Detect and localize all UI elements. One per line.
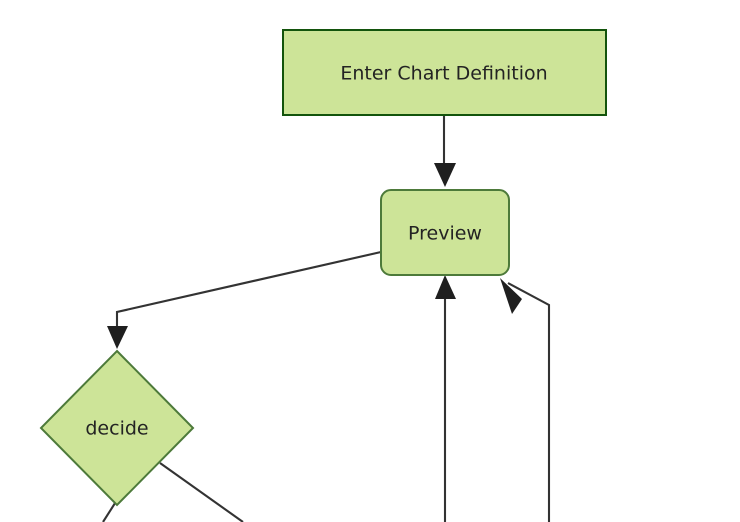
node-enter-chart-definition[interactable]: Enter Chart Definition	[282, 29, 607, 116]
edge-group	[102, 115, 551, 522]
arrowhead-upleft-into-preview-bottom-right	[500, 278, 522, 314]
node-decide-label: decide	[85, 418, 148, 440]
arrowhead-down-into-decide-top	[107, 326, 128, 349]
node-preview[interactable]: Preview	[380, 189, 510, 276]
node-enter-chart-definition-shape[interactable]	[282, 29, 607, 116]
arrowhead-up-into-preview-bottom	[435, 275, 456, 299]
arrowhead-group	[107, 163, 522, 349]
node-preview-label: Preview	[408, 223, 482, 245]
edge-bottom-right-to-preview	[507, 282, 551, 522]
edge-decide-bottom-right	[159, 462, 244, 522]
node-enter-chart-definition-label: Enter Chart Definition	[340, 63, 547, 85]
node-preview-shape[interactable]	[380, 189, 510, 276]
node-decide[interactable]: decide	[39, 349, 195, 507]
arrowhead-down-into-preview-top	[434, 163, 456, 187]
edge-preview-to-decide	[115, 250, 382, 340]
node-decide-shape[interactable]	[39, 349, 195, 507]
